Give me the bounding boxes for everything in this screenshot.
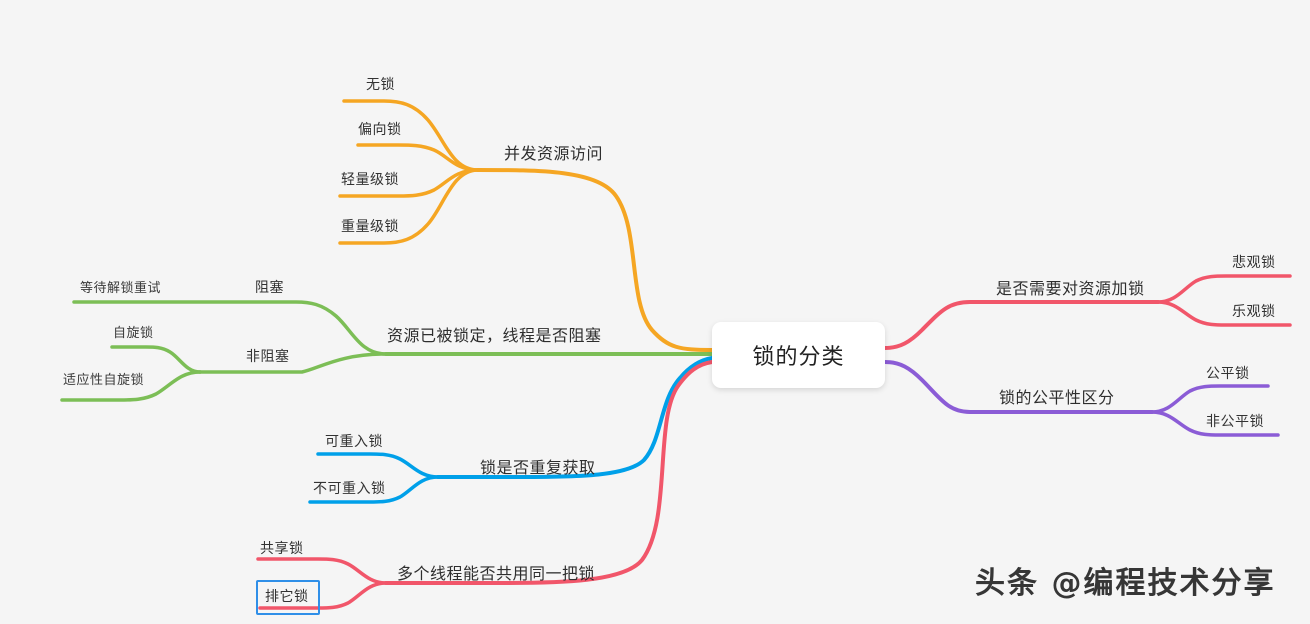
node-blocking[interactable]: 阻塞 bbox=[255, 280, 284, 296]
central-node-label: 锁的分类 bbox=[752, 345, 845, 370]
connector-fairness-leaf-2 bbox=[1150, 410, 1280, 437]
selection-highlight-box[interactable] bbox=[256, 580, 320, 615]
connector-needlock-trunk bbox=[883, 300, 1160, 350]
connector-reentrant-leaf-2 bbox=[308, 475, 440, 504]
node-threads-share-same-lock[interactable]: 多个线程能否共用同一把锁 bbox=[397, 564, 596, 583]
connector-shared-leaf-2 bbox=[258, 581, 388, 610]
connector-concurrent-leaf-3 bbox=[338, 168, 480, 198]
connector-shared-leaf-1 bbox=[256, 557, 388, 585]
node-lock-repeat-acquire[interactable]: 锁是否重复获取 bbox=[480, 458, 596, 477]
watermark-text: 头条 @编程技术分享 bbox=[975, 566, 1276, 601]
node-resource-locked-thread-blocked[interactable]: 资源已被锁定，线程是否阻塞 bbox=[387, 326, 602, 345]
node-lock-fairness[interactable]: 锁的公平性区分 bbox=[999, 388, 1115, 407]
connector-blocking-sub-2 bbox=[198, 352, 388, 374]
connector-reentrant-leaf-1 bbox=[316, 452, 440, 479]
node-unfair-lock[interactable]: 非公平锁 bbox=[1206, 414, 1264, 430]
connector-concurrent-leaf-1 bbox=[342, 99, 480, 172]
node-adaptive-spin-lock[interactable]: 适应性自旋锁 bbox=[63, 373, 145, 388]
connector-blocking-sub-1 bbox=[72, 300, 388, 356]
node-lightweight-lock[interactable]: 轻量级锁 bbox=[341, 172, 399, 188]
node-need-lock-resource[interactable]: 是否需要对资源加锁 bbox=[996, 279, 1145, 298]
node-non-blocking[interactable]: 非阻塞 bbox=[246, 349, 290, 365]
node-optimistic-lock[interactable]: 乐观锁 bbox=[1232, 304, 1276, 320]
node-fair-lock[interactable]: 公平锁 bbox=[1206, 366, 1250, 382]
connector-fairness-trunk bbox=[883, 360, 1154, 414]
connector-nonblocking-leaf-2 bbox=[60, 370, 202, 402]
connector-needlock-leaf-1 bbox=[1156, 274, 1292, 304]
node-exclusive-lock[interactable]: 排它锁 bbox=[265, 589, 309, 605]
node-spin-lock[interactable]: 自旋锁 bbox=[113, 326, 154, 341]
connector-shared-trunk bbox=[384, 360, 714, 585]
node-heavyweight-lock[interactable]: 重量级锁 bbox=[341, 219, 399, 235]
node-wait-retry-unlock[interactable]: 等待解锁重试 bbox=[80, 281, 162, 296]
connector-concurrent-leaf-2 bbox=[356, 143, 480, 172]
connector-concurrent-trunk bbox=[476, 168, 714, 352]
node-non-reentrant-lock[interactable]: 不可重入锁 bbox=[313, 481, 386, 497]
node-reentrant-lock[interactable]: 可重入锁 bbox=[325, 434, 383, 450]
node-shared-lock[interactable]: 共享锁 bbox=[260, 541, 304, 557]
node-biased-lock[interactable]: 偏向锁 bbox=[358, 122, 402, 138]
connector-fairness-leaf-1 bbox=[1150, 384, 1270, 414]
connector-nonblocking-leaf-1 bbox=[110, 345, 202, 374]
node-no-lock[interactable]: 无锁 bbox=[366, 77, 395, 93]
connector-needlock-leaf-2 bbox=[1156, 300, 1292, 327]
node-concurrent-resource-access[interactable]: 并发资源访问 bbox=[504, 144, 604, 163]
connector-concurrent-leaf-4 bbox=[338, 168, 480, 245]
node-pessimistic-lock[interactable]: 悲观锁 bbox=[1232, 255, 1276, 271]
connector-reentrant-trunk bbox=[436, 356, 714, 479]
central-node[interactable]: 锁的分类 bbox=[712, 322, 885, 388]
